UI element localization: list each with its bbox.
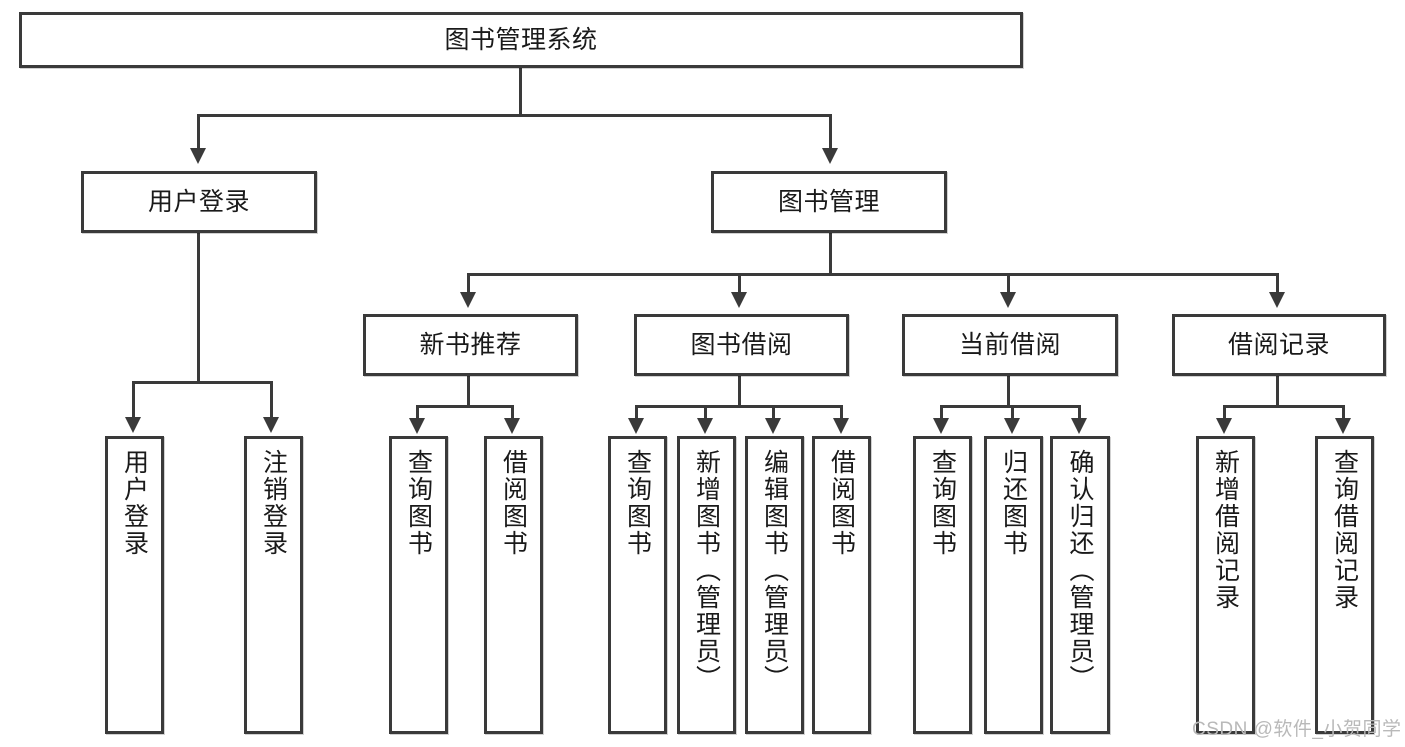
arrowhead-leaf-query-book-rec xyxy=(409,418,425,434)
connector-root-bus xyxy=(197,114,831,117)
connector-to-leaf-return-book xyxy=(1011,405,1014,421)
node-label: 借阅图书 xyxy=(499,449,528,557)
connector-to-leaf-borrow-book-rec xyxy=(511,405,514,421)
connector-to-leaf-logout xyxy=(270,381,273,419)
connector-user-login-bus xyxy=(132,381,272,384)
arrowhead-book-borrow xyxy=(731,292,747,308)
arrowhead-leaf-query-book-cur xyxy=(933,418,949,434)
connector-to-leaf-query-book-cur xyxy=(940,405,943,421)
node-leaf-add-book-admin[interactable]: 新增图书（管理员） xyxy=(677,436,736,734)
arrowhead-book-manage xyxy=(822,148,838,164)
arrowhead-leaf-edit-book xyxy=(765,418,781,434)
node-label: 查询图书 xyxy=(623,449,652,557)
node-leaf-user-login[interactable]: 用户登录 xyxy=(105,436,164,734)
connector-bor-bus xyxy=(635,405,843,408)
node-borrow-record[interactable]: 借阅记录 xyxy=(1172,314,1386,376)
connector-to-new-book-recommend xyxy=(467,273,470,297)
connector-bor-stem xyxy=(738,376,741,405)
node-new-book-recommend[interactable]: 新书推荐 xyxy=(363,314,578,376)
node-label: 图书借阅 xyxy=(690,330,793,359)
connector-rcd-stem xyxy=(1276,376,1279,405)
node-label: 确认归还（管理员） xyxy=(1066,449,1094,692)
node-label: 编辑图书（管理员） xyxy=(760,449,789,692)
arrowhead-leaf-add-book xyxy=(697,418,713,434)
node-label: 查询图书 xyxy=(928,449,957,557)
connector-to-leaf-query-record xyxy=(1342,405,1345,421)
node-leaf-edit-book-admin[interactable]: 编辑图书（管理员） xyxy=(745,436,804,734)
arrowhead-leaf-return-book xyxy=(1004,418,1020,434)
connector-to-borrow-record xyxy=(1276,273,1279,297)
node-book-borrow[interactable]: 图书借阅 xyxy=(634,314,849,376)
arrowhead-leaf-borrow-book-bor xyxy=(833,418,849,434)
node-user-login[interactable]: 用户登录 xyxy=(81,171,317,233)
arrowhead-leaf-borrow-book-rec xyxy=(504,418,520,434)
csdn-watermark: CSDN @软件_小贺同学 xyxy=(1192,719,1402,740)
node-leaf-logout[interactable]: 注销登录 xyxy=(244,436,303,734)
node-label: 新增借阅记录 xyxy=(1211,449,1240,611)
node-leaf-query-book-recommend[interactable]: 查询图书 xyxy=(389,436,448,734)
connector-rcd-bus xyxy=(1223,405,1345,408)
node-current-borrow[interactable]: 当前借阅 xyxy=(902,314,1118,376)
node-label: 查询图书 xyxy=(404,449,433,557)
connector-cur-stem xyxy=(1007,376,1010,405)
connector-to-leaf-user-login xyxy=(132,381,135,419)
arrowhead-leaf-query-record xyxy=(1335,418,1351,434)
connector-to-book-manage xyxy=(829,114,832,150)
node-label: 注销登录 xyxy=(259,449,288,557)
node-leaf-query-book-current[interactable]: 查询图书 xyxy=(913,436,972,734)
connector-to-leaf-borrow-book-bor xyxy=(840,405,843,421)
arrowhead-leaf-confirm-return xyxy=(1071,418,1087,434)
node-label: 借阅图书 xyxy=(827,449,856,557)
connector-to-leaf-query-book-bor xyxy=(635,405,638,421)
node-leaf-query-book-borrow[interactable]: 查询图书 xyxy=(608,436,667,734)
arrowhead-new-book-recommend xyxy=(460,292,476,308)
connector-to-leaf-confirm-return xyxy=(1078,405,1081,421)
connector-root-stem xyxy=(519,68,522,114)
arrowhead-borrow-record xyxy=(1269,292,1285,308)
connector-rec-bus xyxy=(416,405,514,408)
node-leaf-add-borrow-record[interactable]: 新增借阅记录 xyxy=(1196,436,1255,734)
connector-cur-bus xyxy=(940,405,1081,408)
connector-book-manage-bus xyxy=(467,273,1279,276)
arrowhead-leaf-query-book-bor xyxy=(628,418,644,434)
node-label: 用户登录 xyxy=(147,187,250,216)
connector-to-user-login xyxy=(197,114,200,150)
node-label: 查询借阅记录 xyxy=(1330,449,1359,611)
node-label: 用户登录 xyxy=(120,449,149,557)
node-root-book-management-system[interactable]: 图书管理系统 xyxy=(19,12,1023,68)
arrowhead-leaf-add-record xyxy=(1216,418,1232,434)
connector-to-leaf-add-book xyxy=(704,405,707,421)
node-label: 新书推荐 xyxy=(419,330,522,359)
connector-to-leaf-add-record xyxy=(1223,405,1226,421)
arrowhead-leaf-logout xyxy=(263,417,279,433)
arrowhead-leaf-user-login xyxy=(125,417,141,433)
node-label: 借阅记录 xyxy=(1227,330,1330,359)
node-label: 归还图书 xyxy=(999,449,1028,557)
connector-to-current-borrow xyxy=(1007,273,1010,297)
node-label: 当前借阅 xyxy=(958,330,1061,359)
arrowhead-user-login xyxy=(190,148,206,164)
connector-to-leaf-query-book-rec xyxy=(416,405,419,421)
node-label: 图书管理 xyxy=(777,187,880,216)
connector-rec-stem xyxy=(467,376,470,405)
node-leaf-confirm-return-admin[interactable]: 确认归还（管理员） xyxy=(1050,436,1110,734)
node-label: 图书管理系统 xyxy=(444,25,598,54)
node-book-management[interactable]: 图书管理 xyxy=(711,171,947,233)
connector-to-leaf-edit-book xyxy=(772,405,775,421)
node-label: 新增图书（管理员） xyxy=(692,449,721,692)
arrowhead-current-borrow xyxy=(1000,292,1016,308)
node-leaf-return-book[interactable]: 归还图书 xyxy=(984,436,1043,734)
connector-user-login-stem xyxy=(197,233,200,381)
node-leaf-borrow-book-recommend[interactable]: 借阅图书 xyxy=(484,436,543,734)
node-leaf-query-borrow-record[interactable]: 查询借阅记录 xyxy=(1315,436,1374,734)
connector-book-manage-stem xyxy=(829,233,832,273)
connector-to-book-borrow xyxy=(738,273,741,297)
node-leaf-borrow-book[interactable]: 借阅图书 xyxy=(812,436,871,734)
